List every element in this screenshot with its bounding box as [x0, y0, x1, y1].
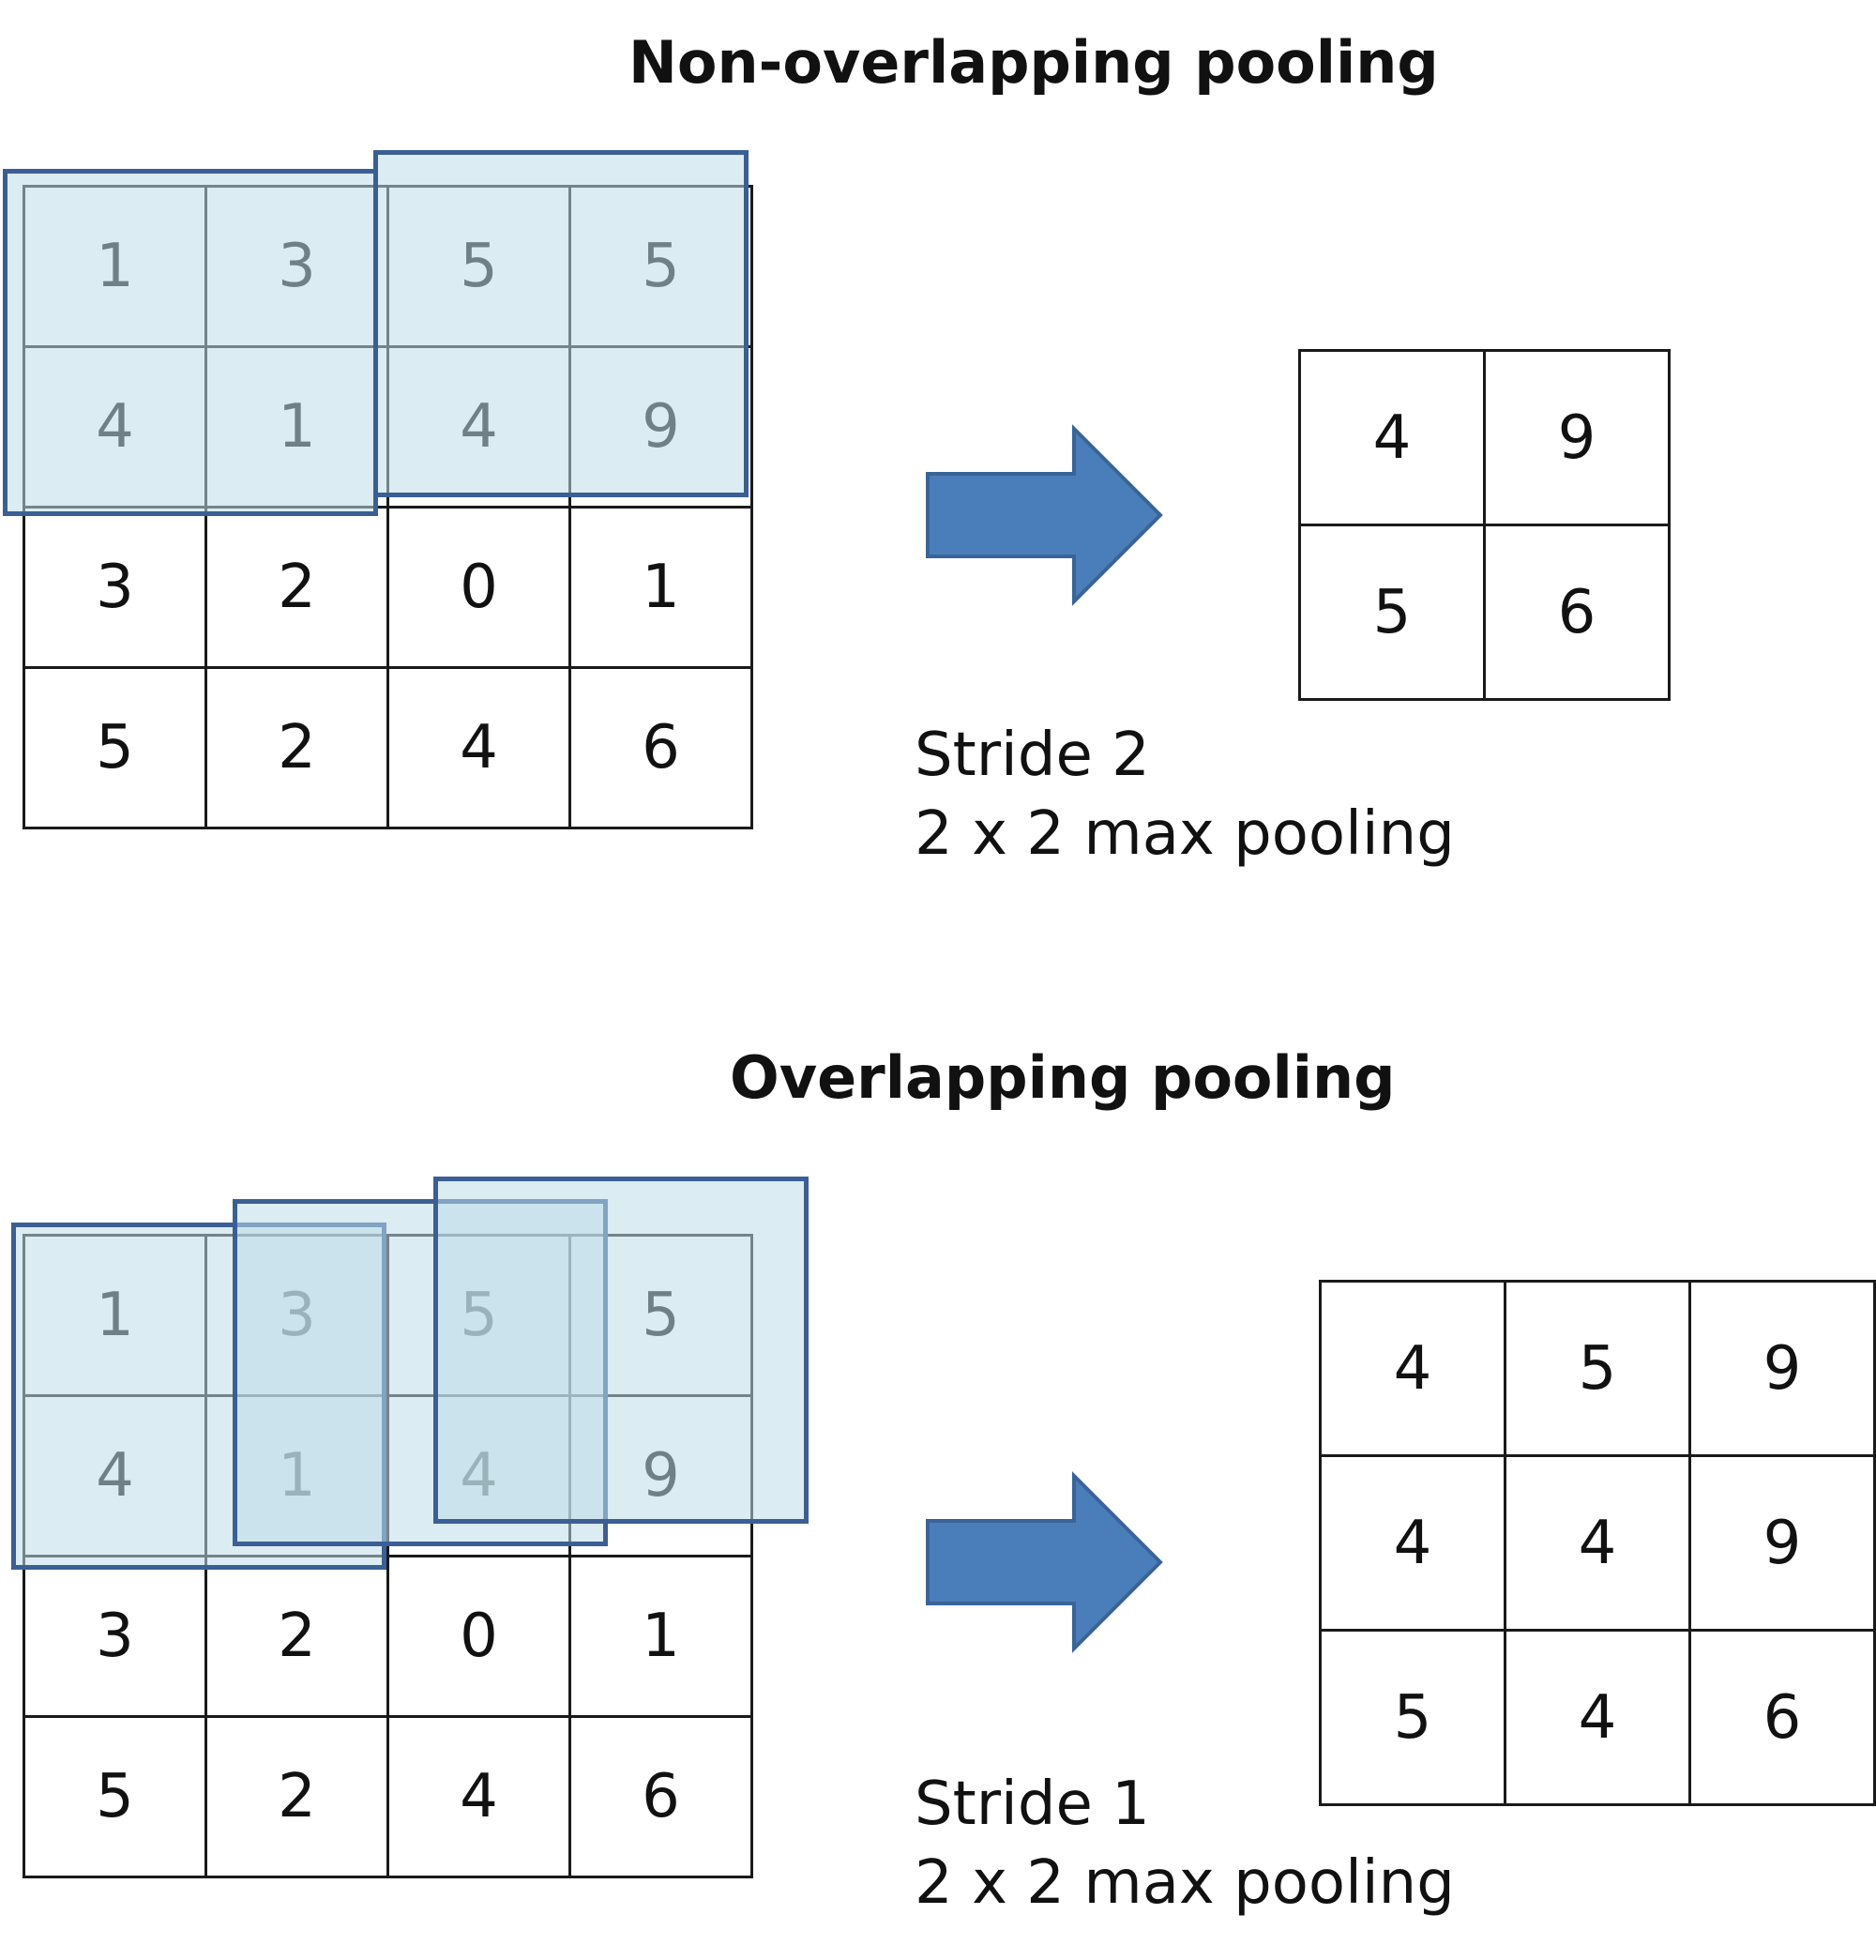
grid-cell: 3 — [25, 1557, 207, 1718]
grid-cell: 0 — [389, 509, 571, 669]
grid-cell: 6 — [571, 1718, 753, 1878]
grid-cell: 1 — [571, 509, 753, 669]
grid-cell: 4 — [1322, 1457, 1506, 1632]
grid-cell: 2 — [207, 669, 389, 829]
grid-cell: 5 — [1506, 1283, 1691, 1457]
grid-cell: 3 — [25, 509, 207, 669]
pooling-window-2 — [373, 150, 749, 497]
caption-overlapping: Stride 1 2 x 2 max pooling — [915, 1765, 1455, 1922]
grid-cell: 1 — [571, 1557, 753, 1718]
grid-cell: 2 — [207, 509, 389, 669]
grid-cell: 9 — [1691, 1457, 1876, 1632]
grid-cell: 0 — [389, 1557, 571, 1718]
grid-cell: 5 — [25, 669, 207, 829]
grid-cell: 5 — [1322, 1632, 1506, 1806]
stride-label: Stride 2 — [915, 721, 1150, 790]
grid-cell: 6 — [571, 669, 753, 829]
grid-cell: 4 — [389, 669, 571, 829]
pool-label: 2 x 2 max pooling — [915, 799, 1455, 869]
grid-cell: 6 — [1691, 1632, 1876, 1806]
grid-cell: 2 — [207, 1557, 389, 1718]
grid-cell: 4 — [1506, 1457, 1691, 1632]
grid-cell: 2 — [207, 1718, 389, 1878]
section-title-non-overlapping: Non-overlapping pooling — [628, 28, 1439, 97]
grid-cell: 4 — [1301, 352, 1486, 526]
grid-cell: 4 — [1322, 1283, 1506, 1457]
pool-label: 2 x 2 max pooling — [915, 1848, 1455, 1918]
grid-cell: 9 — [1691, 1283, 1876, 1457]
output-grid-non-overlapping: 4 9 5 6 — [1298, 349, 1671, 701]
right-arrow-icon — [926, 424, 1163, 606]
grid-cell: 6 — [1486, 526, 1671, 701]
grid-cell: 5 — [1301, 526, 1486, 701]
output-grid-overlapping: 4 5 9 4 4 9 5 4 6 — [1319, 1280, 1876, 1806]
section-title-overlapping: Overlapping pooling — [730, 1043, 1396, 1112]
grid-cell: 9 — [1486, 352, 1671, 526]
grid-cell: 4 — [389, 1718, 571, 1878]
stride-label: Stride 1 — [915, 1770, 1150, 1839]
pooling-window-1 — [3, 169, 378, 516]
grid-cell: 4 — [1506, 1632, 1691, 1806]
caption-non-overlapping: Stride 2 2 x 2 max pooling — [915, 716, 1455, 874]
pooling-window-3 — [433, 1177, 809, 1524]
grid-cell: 5 — [25, 1718, 207, 1878]
right-arrow-icon — [926, 1471, 1163, 1653]
